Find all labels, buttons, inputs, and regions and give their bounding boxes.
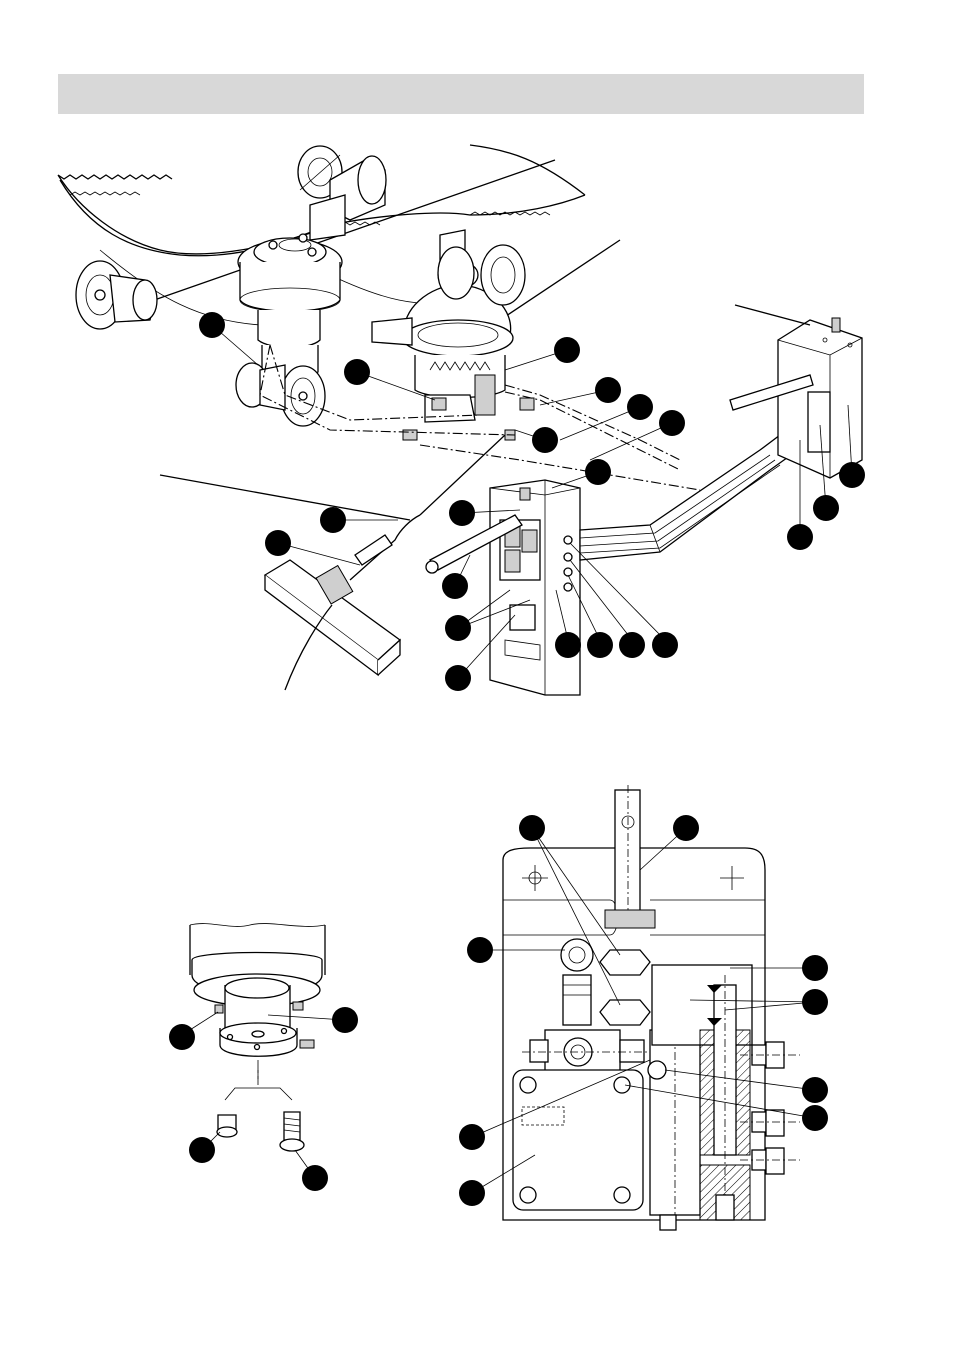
callout-marker [585,459,611,485]
callout-marker [302,1165,328,1191]
callout-marker [787,524,813,550]
callout-marker [659,410,685,436]
cable-harness [579,419,813,561]
header-bar [58,74,864,114]
callout-marker [199,312,225,338]
pipe-route-3 [504,384,681,461]
callout-marker [445,665,471,691]
callout-marker [532,427,558,453]
pipe-route-5 [419,444,701,491]
callout-marker [619,632,645,658]
callout-marker [189,1137,215,1163]
callout-marker [652,632,678,658]
tank-wavy-edge-upper [469,144,586,196]
overview-assembly [57,144,865,696]
base-detail-callouts [169,1007,358,1191]
callout-marker [445,615,471,641]
callout-marker [169,1024,195,1050]
junction-box [729,304,863,479]
rail-clamp [263,559,402,691]
top-valve [297,145,387,241]
pipe-route-2 [269,344,481,421]
callout-marker [839,462,865,488]
callout-marker [320,507,346,533]
callout-marker [802,1105,828,1131]
pipe-route-1 [259,344,516,436]
pipe-route-4 [504,391,681,471]
callout-marker [519,815,545,841]
valve-block-cutaway [459,785,828,1231]
callout-marker [813,495,839,521]
callout-marker [802,989,828,1015]
valve-block-callouts [459,815,828,1206]
cylinder-base-detail [169,923,358,1191]
callout-marker [802,955,828,981]
callout-marker [555,632,581,658]
callout-marker [459,1180,485,1206]
callout-marker [587,632,613,658]
callout-marker [673,815,699,841]
lower-left-handwheel [235,362,326,427]
left-handwheel [75,260,158,330]
callout-marker [467,937,493,963]
left-flange-unit [237,233,343,379]
callout-marker [802,1077,828,1103]
callout-marker [332,1007,358,1033]
callout-marker [449,500,475,526]
callout-marker [459,1124,485,1150]
callout-marker [595,377,621,403]
pull-cable [419,434,506,516]
turnbuckle [354,534,393,566]
callout-marker [265,530,291,556]
callout-marker [627,394,653,420]
callout-marker [554,337,580,363]
overview-callouts [199,312,865,691]
centre-funnel-valve [371,229,526,399]
callout-marker [442,573,468,599]
callout-marker [344,359,370,385]
